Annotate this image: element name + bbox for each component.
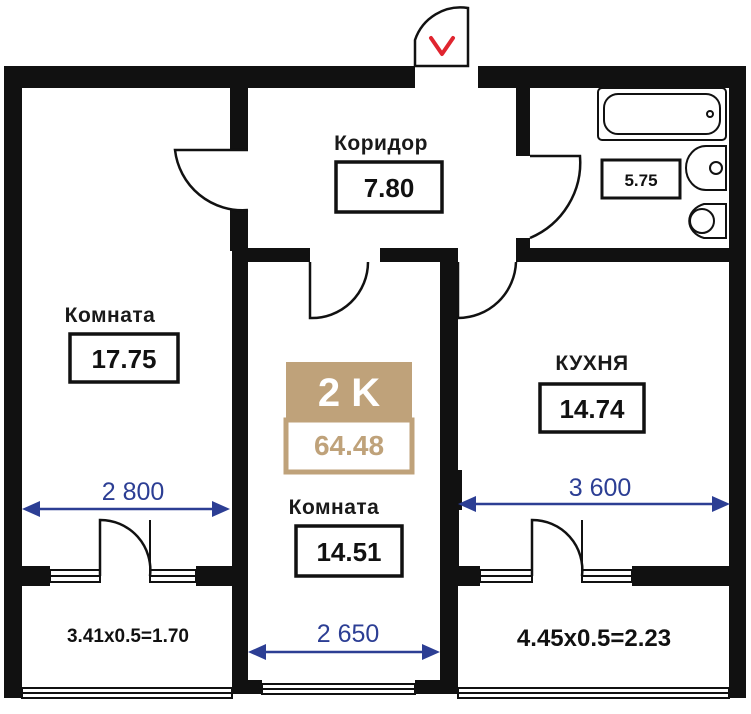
- room-center-area: 14.51: [316, 537, 381, 567]
- badge-type: 2 K: [318, 371, 380, 415]
- room-corridor: Коридор 7.80: [334, 132, 444, 214]
- badge-total-area: 64.48: [314, 430, 384, 461]
- dimension-left-label: 2 800: [102, 478, 165, 506]
- room-left-name: Комната: [65, 304, 156, 327]
- doors: [98, 6, 584, 577]
- compass-mark: [429, 36, 455, 56]
- walls: [4, 66, 746, 698]
- room-kitchen: КУХНЯ 14.74: [538, 352, 646, 434]
- room-left: Комната 17.75: [65, 304, 180, 384]
- room-bathroom: 5.75: [600, 158, 682, 200]
- dimension-left: 2 800: [22, 478, 230, 517]
- balcony-left: 3.41x0.5=1.70: [67, 626, 189, 647]
- dimension-right: 3 600: [458, 474, 730, 512]
- corridor-area: 7.80: [364, 173, 415, 203]
- total-badge: 2 K 64.48: [283, 362, 415, 475]
- corridor-name: Коридор: [334, 132, 428, 155]
- kitchen-door: [456, 261, 518, 320]
- left-room-door: [173, 148, 249, 212]
- left-balcony-door: [98, 518, 152, 577]
- room-center: Комната 14.51: [289, 496, 404, 578]
- kitchen-area: 14.74: [559, 394, 625, 424]
- center-room-door: [308, 261, 370, 320]
- balcony-right: 4.45x0.5=2.23: [517, 625, 671, 652]
- right-balcony-door: [530, 518, 584, 577]
- sink-icon: [685, 145, 727, 191]
- balcony-right-area: 4.45x0.5=2.23: [517, 625, 671, 652]
- badge-background: [286, 362, 412, 420]
- windows: [21, 470, 730, 699]
- dimension-center: 2 650: [248, 620, 440, 660]
- balcony-left-area: 3.41x0.5=1.70: [67, 626, 189, 647]
- bathroom-door: [529, 154, 582, 240]
- room-center-name: Комната: [289, 496, 380, 519]
- balcony-partitions: [4, 470, 746, 586]
- entrance-door: [413, 6, 470, 68]
- kitchen-name: КУХНЯ: [555, 352, 628, 375]
- room-left-area: 17.75: [91, 344, 156, 374]
- bathroom-area: 5.75: [624, 171, 657, 190]
- bathroom-fixtures: [597, 87, 727, 239]
- dimension-center-label: 2 650: [317, 620, 380, 648]
- dimension-right-label: 3 600: [569, 474, 632, 502]
